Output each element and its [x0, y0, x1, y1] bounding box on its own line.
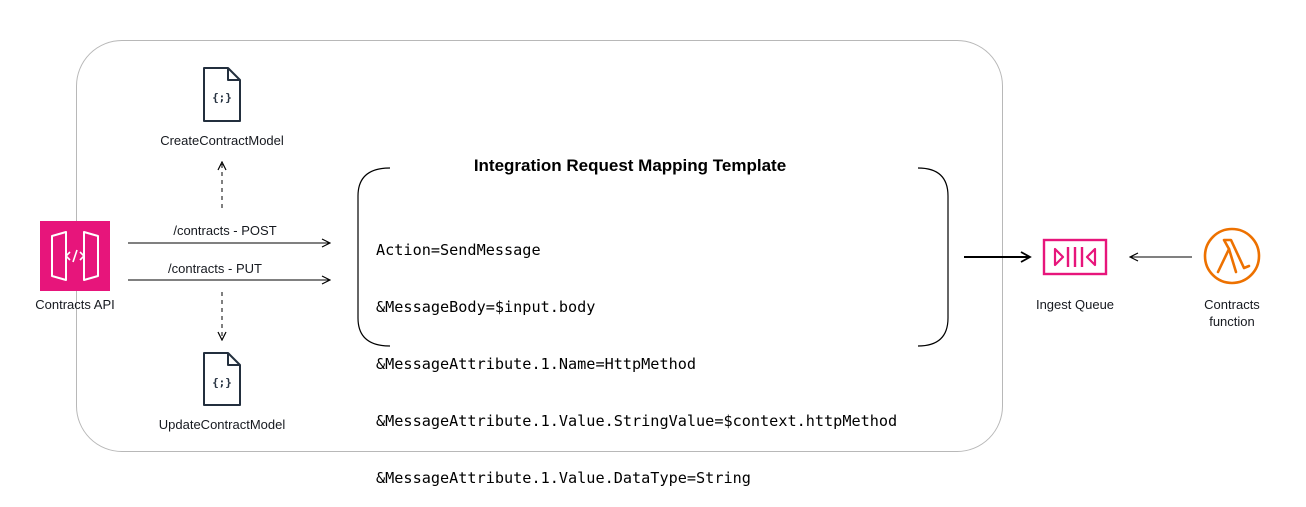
template-line: Action=SendMessage: [376, 241, 541, 259]
put-route-label: /contracts - PUT: [168, 261, 262, 276]
api-gateway-icon: [40, 221, 110, 291]
sqs-queue-icon: [1042, 238, 1108, 276]
create-model-label: CreateContractModel: [160, 133, 284, 148]
update-model-label: UpdateContractModel: [158, 417, 286, 432]
svg-text:{;}: {;}: [212, 376, 232, 389]
template-line: &MessageAttribute.1.Name=HttpMethod: [376, 355, 697, 373]
function-label-line1: Contracts: [1204, 297, 1260, 312]
template-title: Integration Request Mapping Template: [473, 156, 787, 175]
template-left-bracket: [357, 167, 391, 347]
post-route-label: /contracts - POST: [173, 223, 277, 238]
mapping-template-code: Action=SendMessage &MessageBody=$input.b…: [376, 203, 897, 507]
lambda-icon: [1203, 227, 1261, 285]
svg-text:{;}: {;}: [212, 91, 232, 104]
diagram-canvas: {;} {;}: [40, 67, 1261, 406]
function-label-line2: function: [1209, 314, 1255, 329]
create-model-document-icon: {;}: [203, 67, 241, 122]
template-right-bracket: [917, 167, 949, 347]
template-line: &MessageBody=$input.body: [376, 298, 596, 316]
api-label: Contracts API: [35, 297, 115, 312]
queue-label: Ingest Queue: [1035, 297, 1115, 312]
update-model-document-icon: {;}: [203, 352, 241, 406]
template-line: &MessageAttribute.1.Value.StringValue=$c…: [376, 412, 898, 430]
template-line: &MessageAttribute.1.Value.DataType=Strin…: [376, 469, 751, 487]
